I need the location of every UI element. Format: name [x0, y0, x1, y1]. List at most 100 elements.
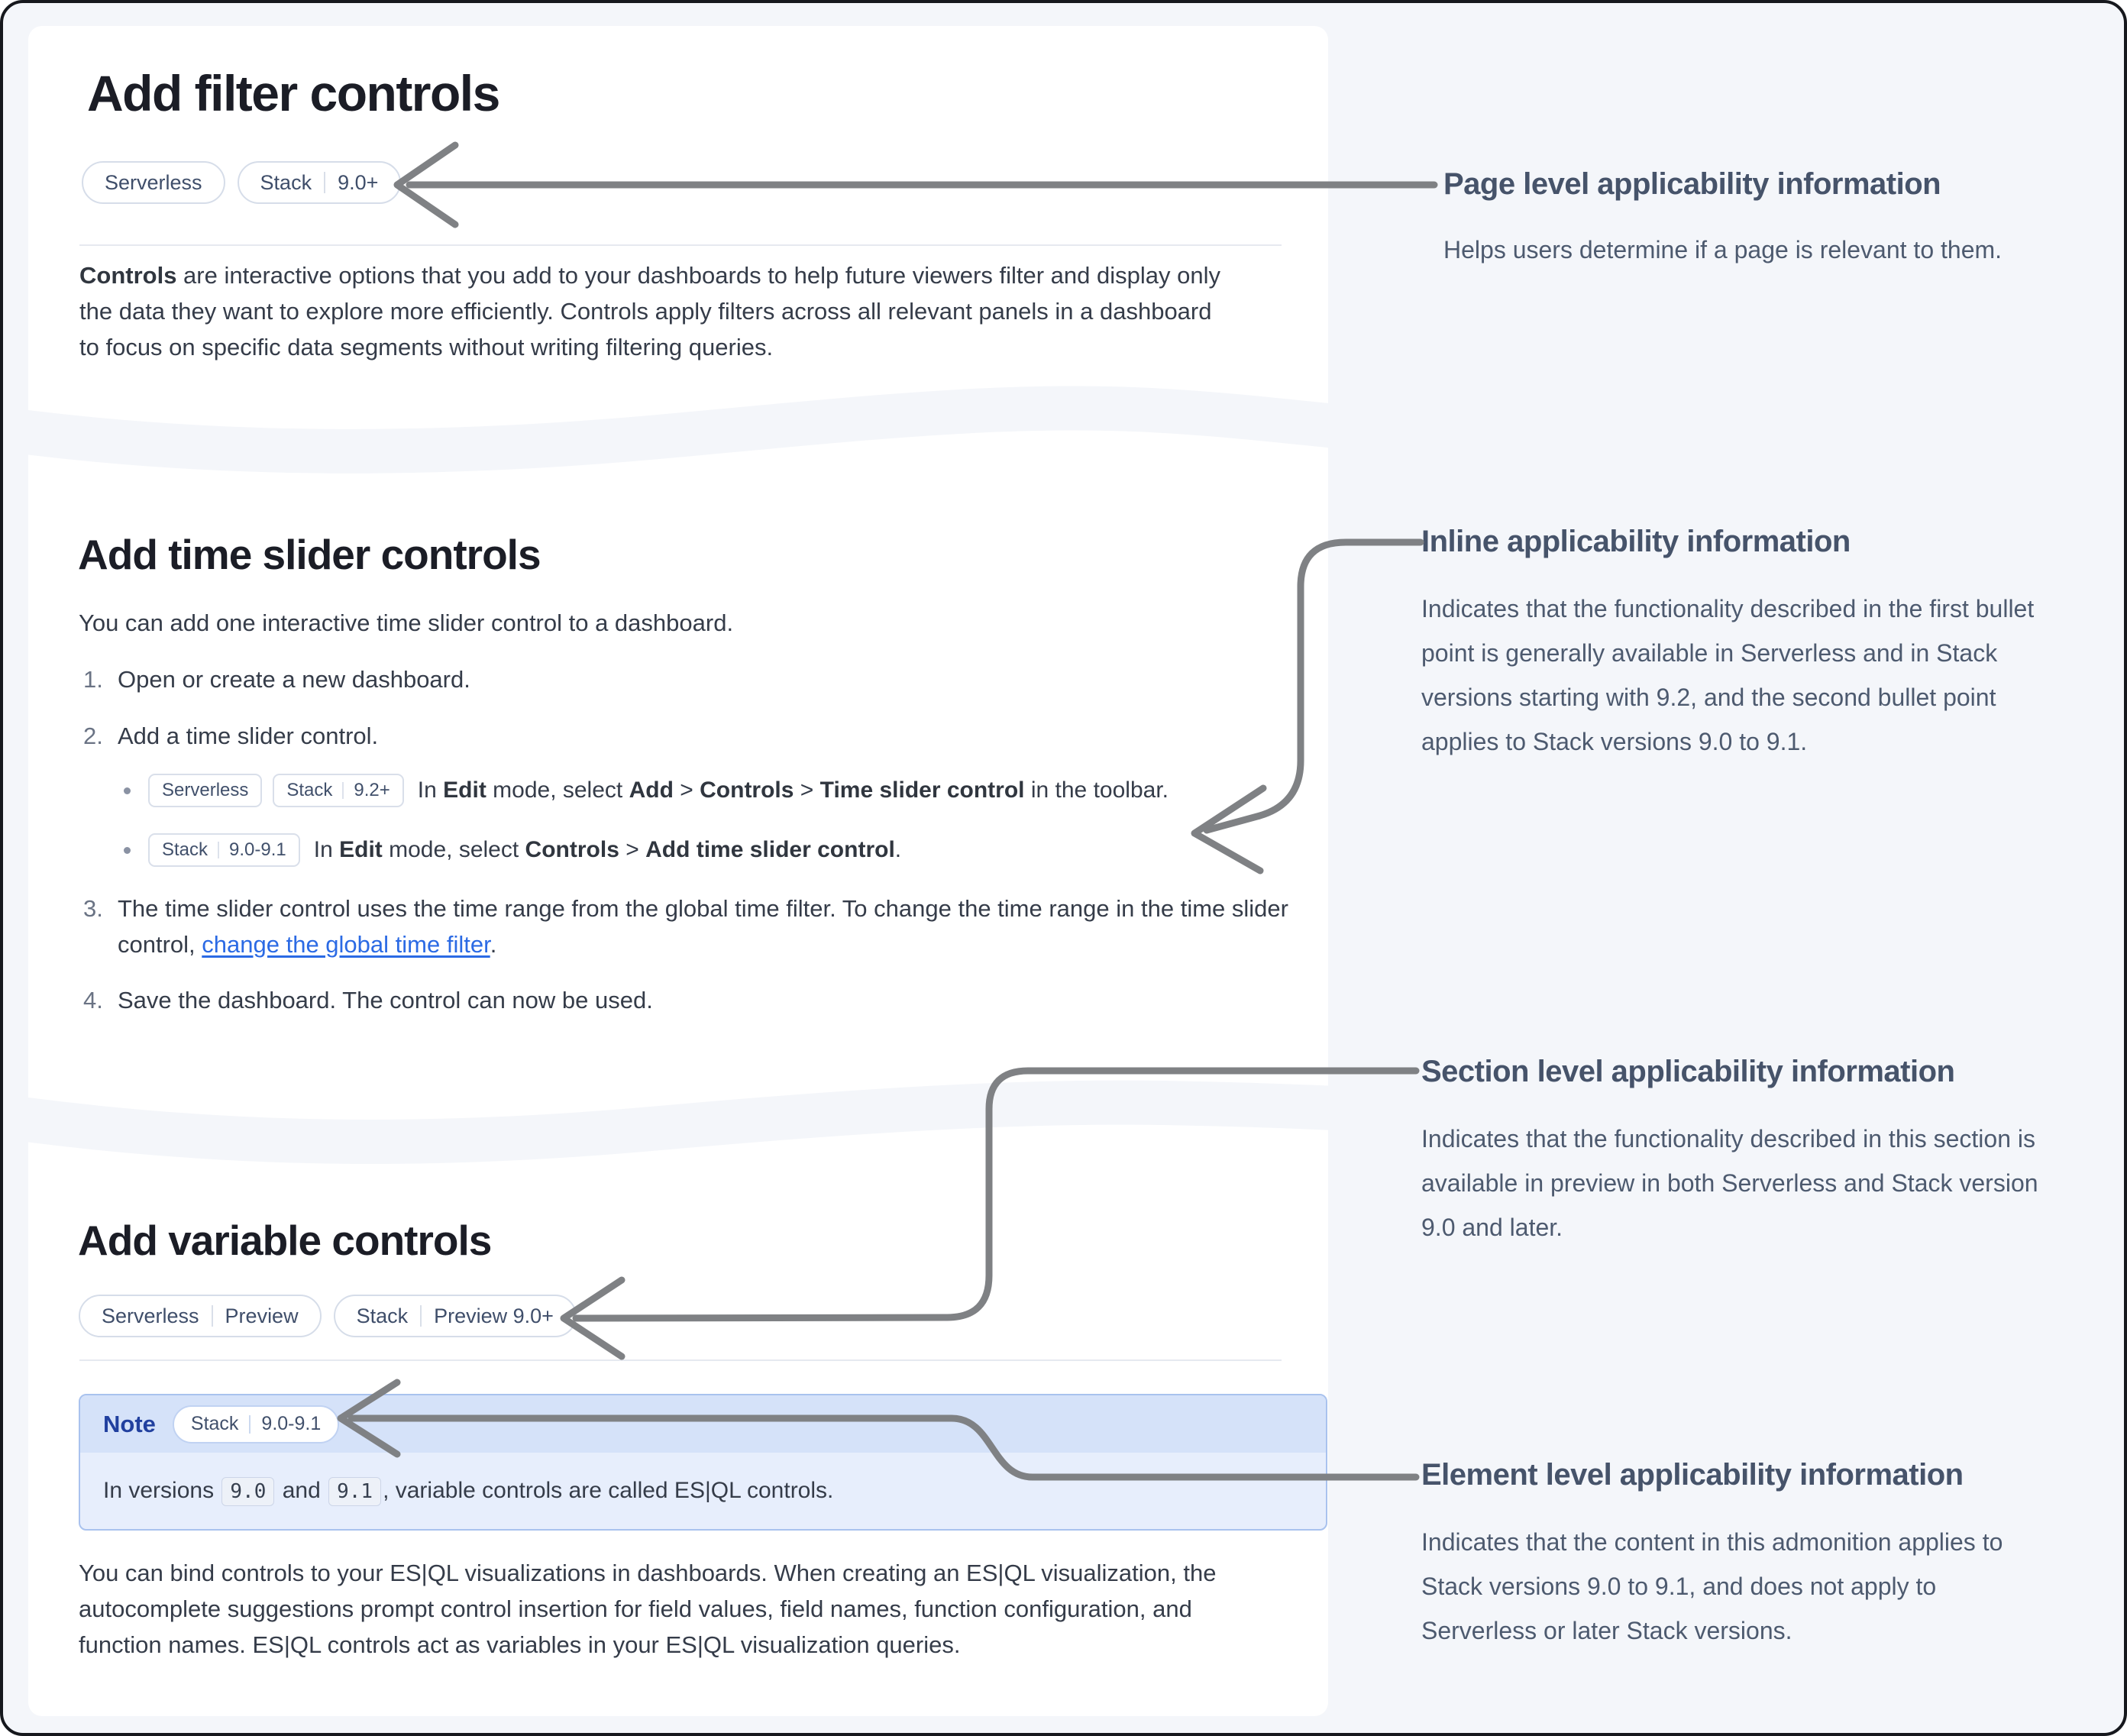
badge-label: Serverless: [162, 780, 249, 800]
badge-version: 9.0-9.1: [261, 1413, 322, 1434]
badge-divider: [249, 1414, 251, 1434]
inline-code: 9.0: [221, 1476, 275, 1506]
list-item: 4. Save the dashboard. The control can n…: [83, 982, 1290, 1018]
list-text: Open or create a new dashboard.: [118, 666, 470, 693]
badge-divider: [420, 1305, 422, 1327]
list-item: 1. Open or create a new dashboard.: [83, 661, 1290, 697]
section-intro: You can add one interactive time slider …: [79, 609, 734, 636]
text: .: [490, 931, 497, 958]
badge-version: 9.2+: [354, 780, 390, 800]
badge-lifecycle: Preview 9.0+: [434, 1304, 554, 1327]
text: and: [276, 1477, 328, 1503]
bullet-icon: [124, 787, 131, 794]
text: mode, select: [382, 837, 525, 862]
list-number: 2.: [83, 723, 103, 749]
badge-divider: [342, 782, 344, 799]
badge-version: 9.0+: [338, 170, 379, 194]
paragraph-text: are interactive options that you add to …: [79, 262, 1220, 360]
badge-divider: [218, 842, 220, 858]
note-text: In versions 9.0 and 9.1, variable contro…: [103, 1473, 833, 1509]
text: In: [313, 837, 340, 862]
text: .: [894, 837, 902, 862]
badge-label: Stack: [190, 1413, 239, 1434]
note-body: In versions 9.0 and 9.1, variable contro…: [80, 1453, 1326, 1529]
intro-paragraph: Controls are interactive options that yo…: [79, 257, 1233, 365]
global-time-filter-link[interactable]: change the global time filter: [202, 931, 490, 958]
annotation-inline-level: Inline applicability information Indicat…: [1421, 522, 2078, 764]
annotation-body: Helps users determine if a page is relev…: [1443, 236, 2003, 263]
badge-label: Serverless: [105, 170, 202, 194]
closing-paragraph: You can bind controls to your ES|QL visu…: [79, 1560, 1217, 1658]
wave-separator-bottom: [28, 1080, 1328, 1164]
note-header: Note Stack 9.0-9.1: [80, 1395, 1326, 1453]
annotation-title: Element level applicability information: [1421, 1458, 1964, 1492]
text: The time slider control uses the time ra…: [118, 895, 1288, 958]
badge-serverless-preview[interactable]: Serverless Preview: [79, 1295, 322, 1337]
list-number: 4.: [83, 987, 103, 1013]
bold-text: Edit: [443, 777, 486, 803]
text: >: [794, 777, 820, 803]
annotation-title: Inline applicability information: [1421, 525, 1851, 558]
annotation-body: Indicates that the content in this admon…: [1421, 1528, 2003, 1644]
bold-text: Add time slider control: [645, 837, 895, 862]
badge-label: Stack: [260, 170, 312, 194]
bullet-item: Serverless Stack 9.2+ In Edit mode, sele…: [124, 773, 1169, 808]
inline-code: 9.1: [328, 1476, 382, 1506]
list-text: The time slider control uses the time ra…: [118, 891, 1324, 962]
list-number: 3.: [83, 895, 103, 922]
badge-stack-preview[interactable]: Stack Preview 9.0+: [333, 1295, 577, 1337]
note-label: Note: [103, 1410, 156, 1437]
text: >: [673, 777, 700, 803]
badge-label: Stack: [286, 780, 333, 800]
annotation-title: Page level applicability information: [1443, 167, 1941, 201]
badge-divider: [324, 172, 326, 193]
badge-label: Serverless: [102, 1304, 199, 1327]
section-title-time-slider: Add time slider controls: [78, 531, 541, 578]
list-item: 2. Add a time slider control.: [83, 718, 1290, 754]
list-number: 1.: [83, 666, 103, 693]
badge-divider: [211, 1305, 213, 1327]
annotation-element-level: Element level applicability information …: [1421, 1456, 2093, 1653]
bold-text: Controls: [525, 837, 619, 862]
bold-text: Controls: [700, 777, 794, 803]
bullet-item: Stack 9.0-9.1 In Edit mode, select Contr…: [124, 832, 901, 868]
bullet-text: In Edit mode, select Controls > Add time…: [314, 832, 901, 868]
page-title: Add filter controls: [87, 65, 500, 121]
bold-text: Controls: [79, 262, 177, 289]
inline-badge-stack[interactable]: Stack 9.0-9.1: [148, 833, 300, 867]
text: >: [619, 837, 646, 862]
bullet-text: In Edit mode, select Add > Controls > Ti…: [418, 773, 1169, 808]
text: in the toolbar.: [1024, 777, 1169, 803]
annotation-body: Indicates that the functionality describ…: [1421, 1125, 2038, 1241]
section-title-variable-controls: Add variable controls: [78, 1217, 492, 1264]
badge-stack[interactable]: Stack 9.0+: [237, 161, 402, 204]
text: In: [417, 777, 444, 803]
divider: [79, 244, 1282, 246]
bold-text: Edit: [339, 837, 383, 862]
badge-serverless[interactable]: Serverless: [82, 161, 225, 204]
bold-text: Add: [629, 777, 674, 803]
divider: [79, 1359, 1282, 1361]
note-admonition: Note Stack 9.0-9.1 In versions 9.0 and 9…: [79, 1394, 1327, 1531]
text: , variable controls are called ES|QL con…: [383, 1477, 834, 1503]
list-item: 3. The time slider control uses the time…: [83, 891, 1324, 962]
wave-separator-top: [28, 386, 1328, 474]
inline-badge-stack[interactable]: Stack 9.2+: [273, 774, 404, 807]
annotation-page-level: Page level applicability information Hel…: [1443, 165, 2054, 272]
inline-badge-serverless[interactable]: Serverless: [148, 774, 263, 807]
bold-text: Time slider control: [819, 777, 1025, 803]
text: mode, select: [486, 777, 629, 803]
badge-label: Stack: [356, 1304, 409, 1327]
list-text: Save the dashboard. The control can now …: [118, 987, 653, 1013]
note-badge-stack[interactable]: Stack 9.0-9.1: [172, 1405, 340, 1443]
list-text: Add a time slider control.: [118, 723, 379, 749]
annotation-section-level: Section level applicability information …: [1421, 1052, 2093, 1249]
section-applies-badges: Serverless Preview Stack Preview 9.0+: [79, 1295, 577, 1337]
badge-lifecycle: Preview: [225, 1304, 299, 1327]
badge-label: Stack: [162, 839, 208, 860]
bullet-icon: [124, 846, 131, 854]
annotation-title: Section level applicability information: [1421, 1055, 1955, 1088]
badge-version: 9.0-9.1: [229, 839, 286, 860]
annotation-body: Indicates that the functionality describ…: [1421, 595, 2035, 755]
